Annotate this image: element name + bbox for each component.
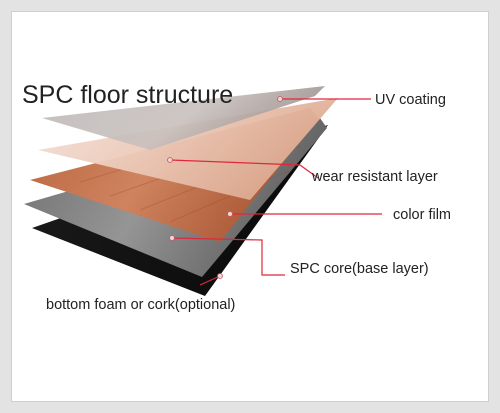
label-color-film: color film bbox=[393, 207, 451, 223]
leader-wear-layer bbox=[169, 159, 319, 179]
dot-wear-layer bbox=[167, 157, 173, 163]
label-uv-coating: UV coating bbox=[375, 92, 446, 108]
leader-bottom-layer bbox=[199, 275, 221, 286]
diagram-title: SPC floor structure bbox=[22, 81, 233, 109]
dot-uv-coating bbox=[277, 96, 283, 102]
label-wear-resistant-layer: wear resistant layer bbox=[311, 169, 438, 185]
leader-spc-core bbox=[171, 237, 285, 276]
dot-bottom-layer bbox=[217, 273, 223, 279]
frame-inner-border bbox=[11, 11, 489, 402]
layer-uv-coating bbox=[42, 86, 325, 150]
label-spc-core: SPC core(base layer) bbox=[290, 261, 429, 277]
label-bottom-foam: bottom foam or cork(optional) bbox=[46, 297, 235, 313]
leader-dots bbox=[167, 96, 283, 279]
dot-color-film bbox=[227, 211, 233, 217]
layer-wear-resistant bbox=[38, 98, 338, 200]
dot-spc-core bbox=[169, 235, 175, 241]
leader-lines bbox=[169, 98, 382, 286]
